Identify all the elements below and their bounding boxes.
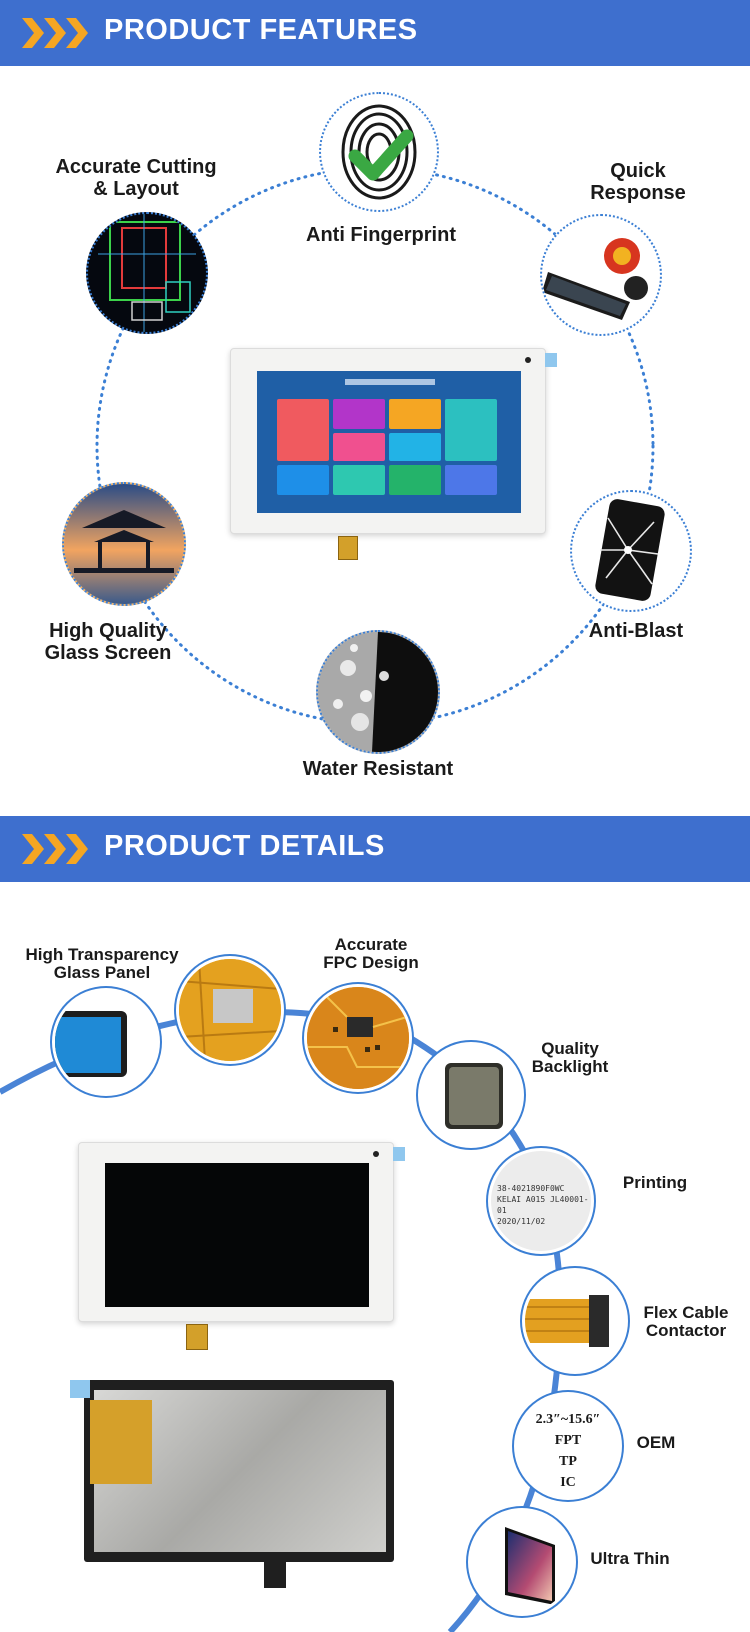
anti-fingerprint-label: Anti Fingerprint [306, 224, 456, 246]
cutting-layout-image [86, 212, 208, 334]
app-tile [389, 465, 441, 495]
ultra-thin-label: Ultra Thin [590, 1549, 670, 1568]
printing-label: Printing [622, 1173, 688, 1192]
fpc-design-image [304, 984, 412, 1092]
display-front [78, 1142, 405, 1322]
thin-display-icon [505, 1527, 555, 1605]
app-tile [333, 465, 385, 495]
chevron-right-icon [44, 834, 66, 864]
app-tile [445, 399, 497, 461]
fingerprint-icon [341, 104, 417, 200]
app-tile [389, 433, 441, 461]
water-resistant-label: Water Resistant [302, 758, 454, 780]
details-banner: PRODUCT DETAILS [0, 816, 750, 882]
back-connector [264, 1562, 286, 1588]
glass-screen-image [62, 482, 186, 606]
pavilion-icon [64, 484, 184, 604]
display-black-screen [105, 1163, 369, 1307]
ultra-thin-image [468, 1508, 576, 1616]
film-tab [70, 1380, 90, 1398]
fpc-circuit-icon [307, 987, 409, 1089]
flex-cable-label: Flex Cable Contactor [643, 1303, 729, 1340]
film-tab [545, 353, 557, 367]
camera-dot [373, 1151, 379, 1157]
flex-cable-image [522, 1268, 628, 1374]
cracked-phone-icon [595, 499, 665, 601]
quick-response-image [540, 214, 662, 336]
backlight-module-icon [445, 1063, 503, 1129]
camera-dot [525, 357, 531, 363]
film-tab [393, 1147, 405, 1161]
chevron-right-icon [66, 834, 88, 864]
chevron-right-icon [66, 18, 88, 48]
accurate-cutting-label: Accurate Cutting & Layout [55, 156, 217, 200]
glass-panel-label: High Transparency Glass Panel [25, 945, 179, 982]
printing-text: 38-4021890F0WC KELAI A015 JL40001-01 202… [497, 1184, 589, 1226]
fpc-connector [186, 1324, 208, 1350]
chevron-right-icon [22, 834, 44, 864]
anti-blast-label: Anti-Blast [588, 620, 684, 642]
app-tile [333, 433, 385, 461]
app-tile [445, 465, 497, 495]
details-title: PRODUCT DETAILS [104, 830, 385, 862]
flex-cable-icon [525, 1295, 609, 1347]
app-tile [333, 399, 385, 429]
quick-response-label: Quick Response [590, 160, 686, 204]
back-fpc [90, 1400, 152, 1484]
chevron-right-icon [22, 18, 44, 48]
anti-blast-image [570, 490, 692, 612]
app-tile [277, 465, 329, 495]
oem-specs: 2.3″~15.6″ FPT TP IC [535, 1412, 601, 1490]
water-drops-icon [318, 632, 438, 752]
app-tile [277, 399, 329, 461]
cad-layout-icon [98, 214, 196, 332]
backlight-image [418, 1042, 524, 1148]
fpc-design-label: Accurate FPC Design [323, 935, 419, 972]
display-screen [257, 371, 521, 513]
features-title: PRODUCT FEATURES [104, 14, 418, 46]
fingerprint-image [319, 92, 439, 212]
glass-corner-icon [55, 1011, 127, 1077]
features-banner: PRODUCT FEATURES [0, 0, 750, 66]
fpc-connector [338, 536, 358, 560]
display-back [70, 1380, 394, 1562]
water-resistant-image [316, 630, 440, 754]
oem-label: OEM [636, 1433, 676, 1452]
app-tile [389, 399, 441, 429]
backlight-label: Quality Backlight [531, 1039, 609, 1076]
screen-header-text [345, 379, 435, 385]
chevron-right-icon [44, 18, 66, 48]
printing-image: 38-4021890F0WC KELAI A015 JL40001-01 202… [488, 1148, 594, 1254]
tablet-motorbike-icon [542, 238, 648, 320]
fpc-board-icon [179, 959, 281, 1061]
fpc-closeup-image [176, 956, 284, 1064]
glass-panel-image [52, 988, 160, 1096]
oem-circle: 2.3″~15.6″ FPT TP IC [514, 1392, 622, 1500]
display-module [230, 348, 557, 534]
high-quality-glass-label: High Quality Glass Screen [44, 620, 172, 664]
